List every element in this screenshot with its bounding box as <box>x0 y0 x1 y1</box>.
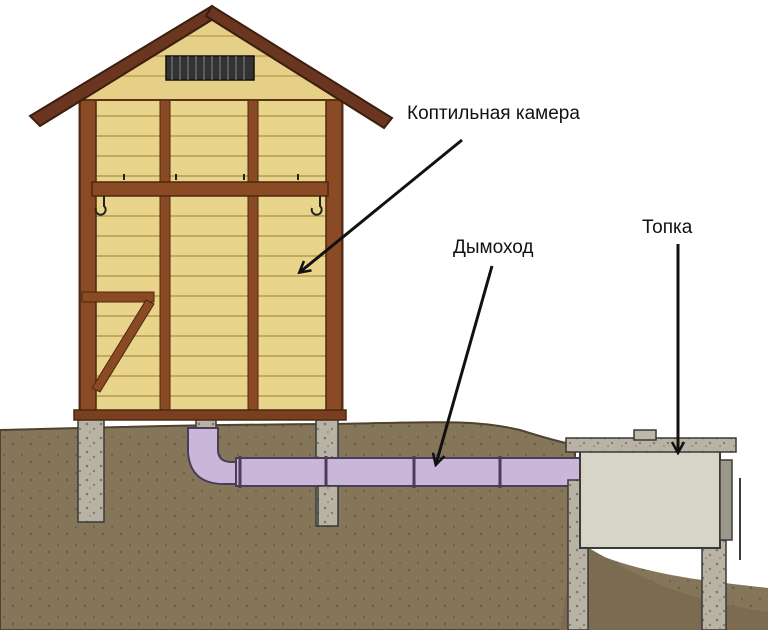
arrow-chimney <box>436 265 494 464</box>
chamber-wall <box>78 94 344 416</box>
post-left <box>79 95 97 415</box>
label-chimney: Дымоход <box>453 237 534 258</box>
door-brace <box>91 299 155 393</box>
firebox-door <box>719 459 733 541</box>
firebox-body <box>579 447 721 549</box>
door-crossbar <box>81 291 155 303</box>
foundation-pier-left <box>77 417 105 523</box>
pipe-support <box>317 485 339 527</box>
post-right <box>325 95 343 415</box>
arrow-smoking-chamber <box>300 138 463 272</box>
label-smoking-chamber: Коптильная камера <box>407 103 580 124</box>
firebox-foundation-right <box>701 539 727 630</box>
firebox-handle <box>633 429 657 441</box>
pipe-joints <box>238 456 502 488</box>
post-center-left <box>159 95 171 415</box>
vent-grille <box>165 55 255 81</box>
label-firebox: Топка <box>642 217 693 238</box>
roof-eave-right <box>204 4 394 130</box>
vent-slats <box>171 56 245 80</box>
bottom-sill <box>73 409 347 421</box>
chimney-pipe <box>235 457 589 487</box>
hanging-crossbar <box>91 181 329 197</box>
post-center-right <box>247 95 259 415</box>
